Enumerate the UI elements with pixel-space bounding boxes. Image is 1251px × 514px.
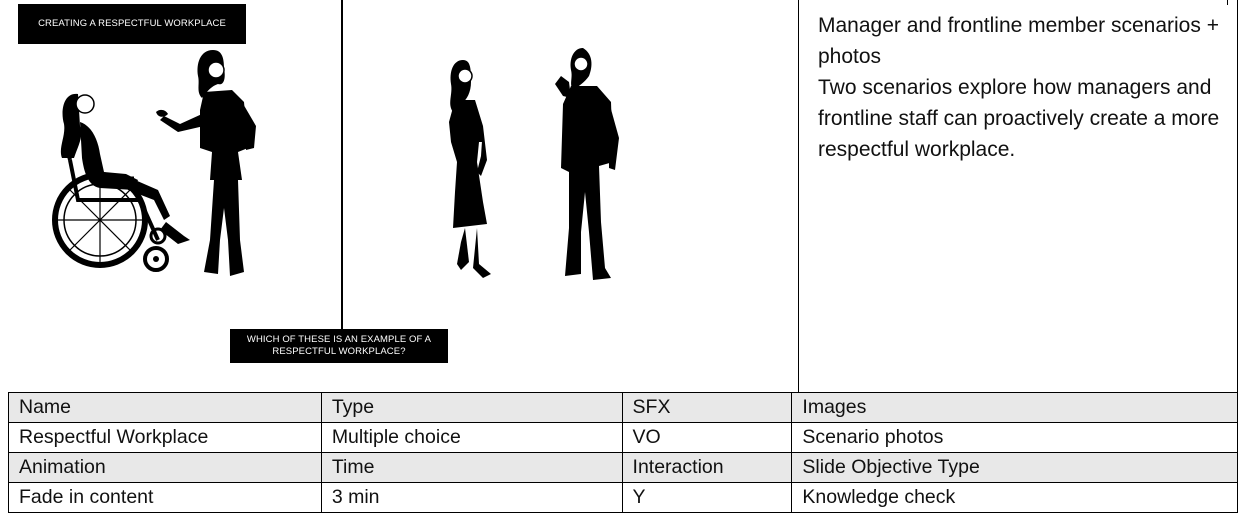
slide-info-table: Name Type SFX Images Respectful Workplac… [8,392,1238,513]
standing-scenario-photo [449,48,619,280]
table-row: Respectful Workplace Multiple choice VO … [8,422,1238,453]
right-border [1237,0,1238,392]
table-row: Fade in content 3 min Y Knowledge check [8,482,1238,513]
table-cell: Multiple choice [320,422,623,453]
table-cell: 3 min [320,482,623,513]
table-cell: Type [320,392,623,423]
slide-title-ribbon: CREATING A RESPECTFUL WORKPLACE [18,4,246,44]
question-ribbon: WHICH OF THESE IS AN EXAMPLE OF A RESPEC… [230,329,448,363]
table-cell: Images [791,392,1238,423]
table-cell: Animation [8,452,322,483]
slide-description: Manager and frontline member scenarios +… [818,10,1228,165]
slide-preview: CREATING A RESPECTFUL WORKPLACE [8,0,799,392]
table-cell: Interaction [621,452,793,483]
wheelchair-scenario-photo [52,50,256,276]
table-cell: Name [8,392,322,423]
description-body: Two scenarios explore how managers and f… [818,76,1220,161]
photo-divider [341,0,343,330]
table-cell: Time [320,452,623,483]
description-heading: Manager and frontline member scenarios +… [818,14,1219,68]
table-cell: Knowledge check [791,482,1238,513]
table-cell: SFX [621,392,793,423]
table-cell: VO [621,422,793,453]
table-header-row: Name Type SFX Images [8,392,1238,423]
table-cell: Scenario photos [791,422,1238,453]
table-header-row: Animation Time Interaction Slide Objecti… [8,452,1238,483]
page-mark [1227,0,1228,5]
table-cell: Slide Objective Type [791,452,1238,483]
table-cell: Fade in content [8,482,322,513]
table-cell: Y [621,482,793,513]
storyboard-top: CREATING A RESPECTFUL WORKPLACE [8,0,1238,392]
table-cell: Respectful Workplace [8,422,322,453]
